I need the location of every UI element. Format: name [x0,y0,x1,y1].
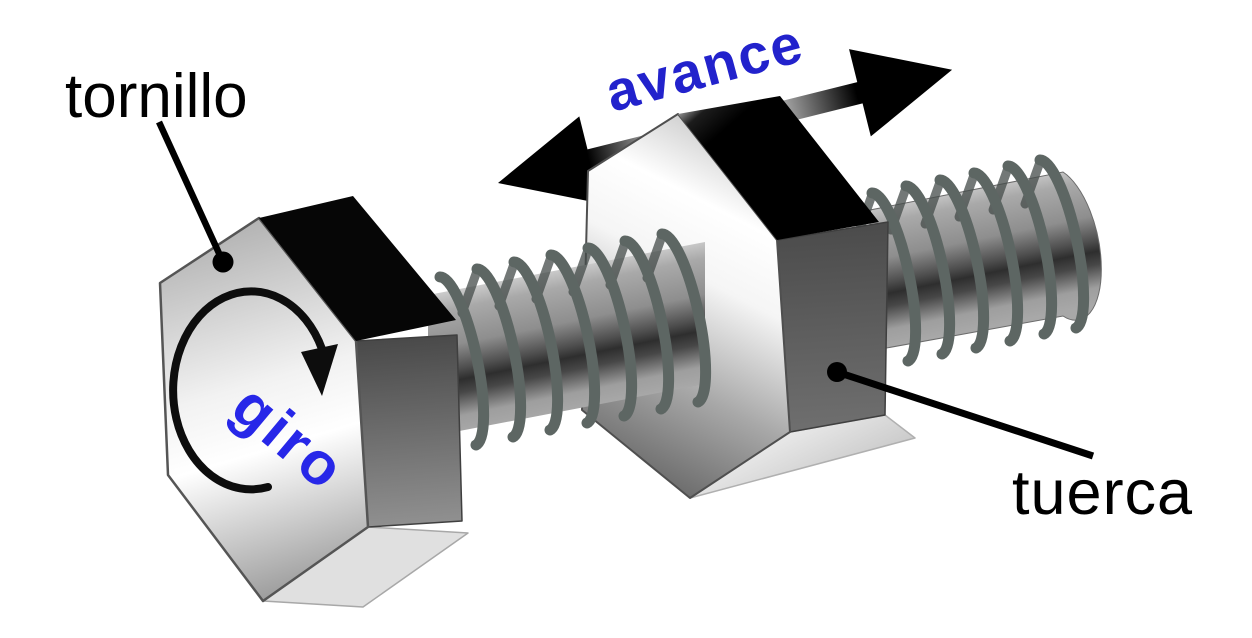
nut-right-face [776,221,889,433]
screw-shaft-right [852,154,1102,367]
nut-top-face [678,96,879,240]
nut-label: tuerca [1012,458,1193,528]
screw-callout: tornillo [65,62,248,273]
nut-callout: tuerca [827,362,1193,528]
nut-leader-dot [827,362,847,382]
screw-shaft-middle [428,228,712,451]
thread-rings-right [866,154,1090,367]
screw-leader-line [156,120,226,264]
rotation-arrowhead [301,344,338,396]
screw-head [158,196,469,608]
screw-label: tornillo [65,62,248,131]
nut-leader-line [835,368,1095,460]
rotation-arc [169,287,326,494]
head-right-face [355,334,463,528]
head-top-face [259,196,456,341]
screw-leader-dot [212,251,234,273]
rotation-arrow [169,287,338,494]
thread-rings-middle [434,228,712,451]
